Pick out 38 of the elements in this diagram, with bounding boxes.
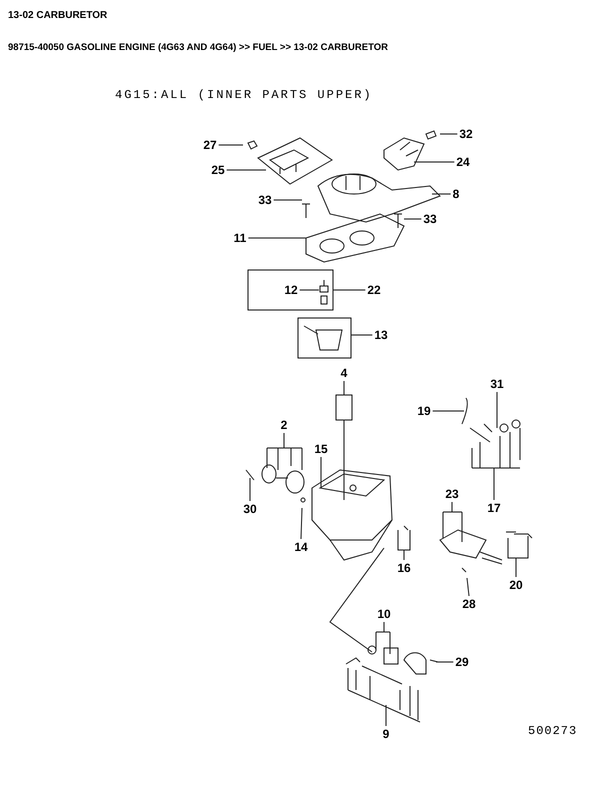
leader-line [496, 392, 498, 428]
callout-number: 25 [211, 164, 225, 176]
callout-number: 31 [490, 378, 504, 390]
leader-line [218, 144, 244, 146]
callout-number: 15 [314, 443, 328, 455]
callout-number: 16 [397, 562, 411, 574]
callout-number: 33 [423, 213, 437, 225]
callout-number: 23 [445, 488, 459, 500]
callout-number: 2 [280, 419, 288, 431]
callout-number: 17 [487, 502, 501, 514]
callout-number: 9 [382, 728, 390, 740]
callout-number: 4 [340, 367, 348, 379]
callout-number: 28 [462, 598, 476, 610]
breadcrumb-text: 98715-40050 GASOLINE ENGINE (4G63 AND 4G64) >> FUEL >> 13-02 CARBURETOR [8, 42, 388, 53]
drawing-number: 500273 [528, 724, 578, 738]
leader-line [466, 578, 470, 596]
callout-number: 22 [367, 284, 381, 296]
callout-number: 11 [234, 232, 246, 244]
callout-number: 10 [377, 608, 391, 620]
leader-line [432, 410, 464, 412]
callout-number: 29 [455, 656, 469, 668]
leader-line [404, 218, 422, 220]
callout-number: 20 [509, 579, 523, 591]
callout-number: 19 [417, 405, 431, 417]
leader-line [300, 508, 302, 540]
callout-number: 14 [294, 541, 308, 553]
callout-number: 30 [243, 503, 257, 515]
drawing-heading: 4G15:ALL (INNER PARTS UPPER) [115, 88, 373, 102]
leader-line [320, 456, 322, 488]
callout-number: 13 [374, 329, 388, 341]
callout-number: 12 [284, 284, 298, 296]
callout-number: 8 [452, 188, 460, 200]
leader-line [350, 334, 373, 336]
callout-number: 24 [456, 156, 470, 168]
callout-number: 33 [258, 194, 272, 206]
callout-number: 27 [203, 139, 217, 151]
page-title: 13-02 CARBURETOR [8, 10, 108, 21]
callout-number: 32 [459, 128, 473, 140]
